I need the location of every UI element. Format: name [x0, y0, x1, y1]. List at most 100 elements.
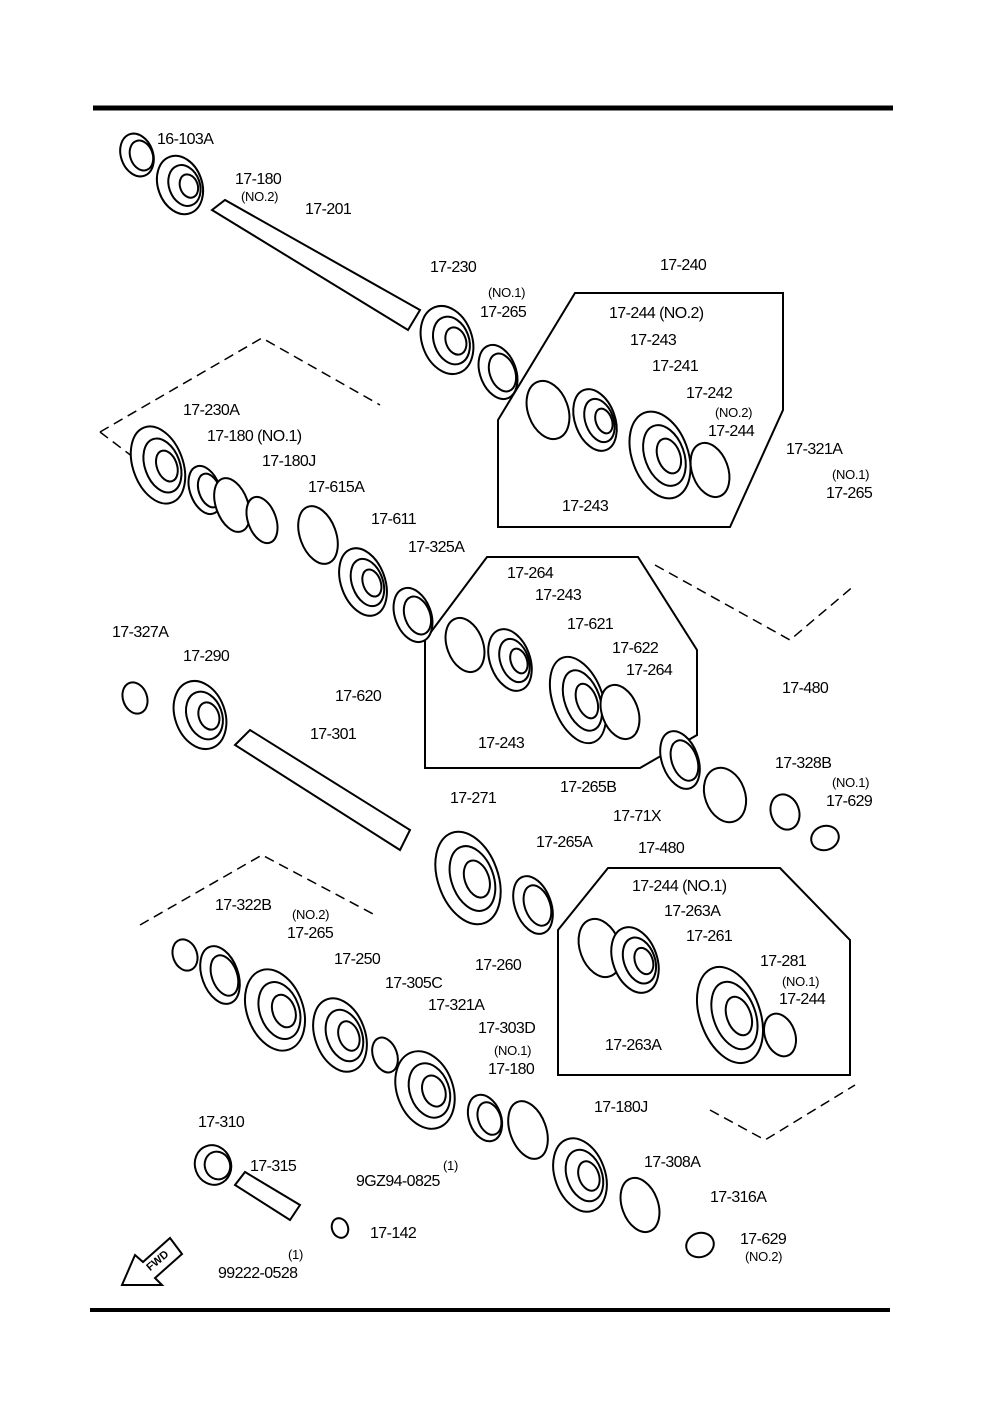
part-ring	[522, 884, 553, 927]
part-ring	[574, 682, 600, 720]
part-label: 17-180	[235, 171, 282, 188]
part-label: 17-328B	[775, 755, 832, 772]
part-label: 17-327A	[112, 624, 169, 641]
part-label: 17-263A	[605, 1037, 662, 1054]
part-label: 17-180J	[262, 453, 316, 470]
part-label: (NO.1)	[494, 1043, 532, 1058]
part-label: 17-180J	[594, 1099, 648, 1116]
part-label: 17-301	[310, 726, 357, 743]
part-label: (NO.1)	[832, 775, 870, 790]
part-label: 17-321A	[428, 997, 485, 1014]
part-label: 17-264	[507, 565, 554, 582]
part-label: 17-290	[183, 648, 230, 665]
part-ring	[121, 681, 149, 715]
part-ring	[155, 449, 179, 483]
part-label: (NO.2)	[292, 907, 330, 922]
part-ring	[270, 993, 297, 1029]
part-label: 17-629	[740, 1231, 787, 1248]
part-label: 17-243	[535, 587, 582, 604]
part-label: (NO.1)	[488, 285, 526, 300]
part-label: 17-263A	[664, 903, 721, 920]
part-label: 17-621	[567, 616, 614, 633]
part-label: 17-315	[250, 1158, 297, 1175]
part-label: 17-281	[760, 953, 807, 970]
part-ring	[507, 1100, 549, 1160]
part-label: 17-240	[660, 257, 707, 274]
part-label: 17-271	[450, 790, 497, 807]
part-ring	[525, 379, 571, 441]
part-ring	[361, 568, 383, 598]
part-label: 17-322B	[215, 897, 272, 914]
part-ring	[763, 1012, 797, 1058]
shaft-17-301	[233, 728, 412, 852]
part-label: 17-230A	[183, 402, 240, 419]
part-label: 17-615A	[308, 479, 365, 496]
part-ring	[421, 1074, 447, 1108]
part-label: 17-308A	[644, 1154, 701, 1171]
part-label: 17-264	[626, 662, 673, 679]
part-label: 17-230	[430, 259, 477, 276]
part-label: 9GZ94-0825	[356, 1173, 440, 1190]
part-label: 17-622	[612, 640, 659, 657]
part-label: (NO.2)	[745, 1249, 783, 1264]
part-label: 17-611	[371, 511, 417, 528]
part-ring	[213, 477, 251, 533]
part-label: 17-244	[779, 991, 826, 1008]
group-box-17-260	[557, 867, 851, 1076]
part-label: 17-265A	[536, 834, 593, 851]
part-label: (NO.2)	[241, 189, 279, 204]
part-label: 17-241	[652, 358, 699, 375]
part-label: 17-142	[370, 1225, 417, 1242]
dashed-outline	[139, 854, 376, 926]
part-ring	[178, 173, 200, 199]
part-label: 17-620	[335, 688, 382, 705]
part-ring	[462, 859, 491, 899]
part-ring	[297, 505, 339, 565]
dashed-outline	[654, 564, 856, 641]
part-label: 17-243	[630, 332, 677, 349]
part-label: 17-265	[826, 485, 873, 502]
part-ring	[509, 647, 529, 675]
part-label: 17-260	[475, 957, 522, 974]
part-label: 17-265B	[560, 779, 617, 796]
part-label: (NO.1)	[782, 974, 820, 989]
part-label: 17-244	[708, 423, 755, 440]
part-label: 16-103A	[157, 131, 214, 148]
part-label: (1)	[443, 1158, 458, 1173]
part-label: 17-480	[782, 680, 829, 697]
part-ring	[402, 595, 433, 636]
part-ring	[724, 995, 754, 1037]
part-ring	[444, 326, 468, 356]
part-ring	[487, 352, 518, 393]
part-ring	[769, 793, 801, 831]
part-label: 17-250	[334, 951, 381, 968]
part-ring	[594, 407, 614, 435]
dashed-outline	[99, 337, 381, 433]
part-label: 17-316A	[710, 1189, 767, 1206]
part-label: 17-244 (NO.1)	[632, 878, 727, 895]
group-box-17-240	[497, 292, 784, 528]
part-label: 17-261	[686, 928, 733, 945]
part-ring	[633, 946, 655, 976]
part-ring	[476, 1101, 503, 1136]
shaft-17-315	[233, 1170, 302, 1222]
part-ring	[619, 1176, 661, 1234]
part-label: 17-305C	[385, 975, 443, 992]
part-ring	[689, 441, 731, 499]
part-label: 17-310	[198, 1114, 245, 1131]
part-label: 17-243	[562, 498, 609, 515]
part-ring	[171, 938, 199, 972]
shaft-17-201	[210, 198, 422, 332]
part-label: 17-180 (NO.1)	[207, 428, 302, 445]
part-ring	[599, 683, 641, 741]
part-label: 17-244 (NO.2)	[609, 305, 704, 322]
part-ring	[371, 1036, 399, 1074]
fwd-arrow-logo: FWD	[120, 1236, 184, 1286]
part-label: (NO.1)	[832, 467, 870, 482]
part-ring	[203, 1150, 232, 1181]
part-ring	[209, 954, 240, 997]
part-label: 17-629	[826, 793, 873, 810]
part-ring	[685, 1231, 715, 1259]
part-label: 17-201	[305, 201, 352, 218]
part-label: 17-265	[287, 925, 334, 942]
